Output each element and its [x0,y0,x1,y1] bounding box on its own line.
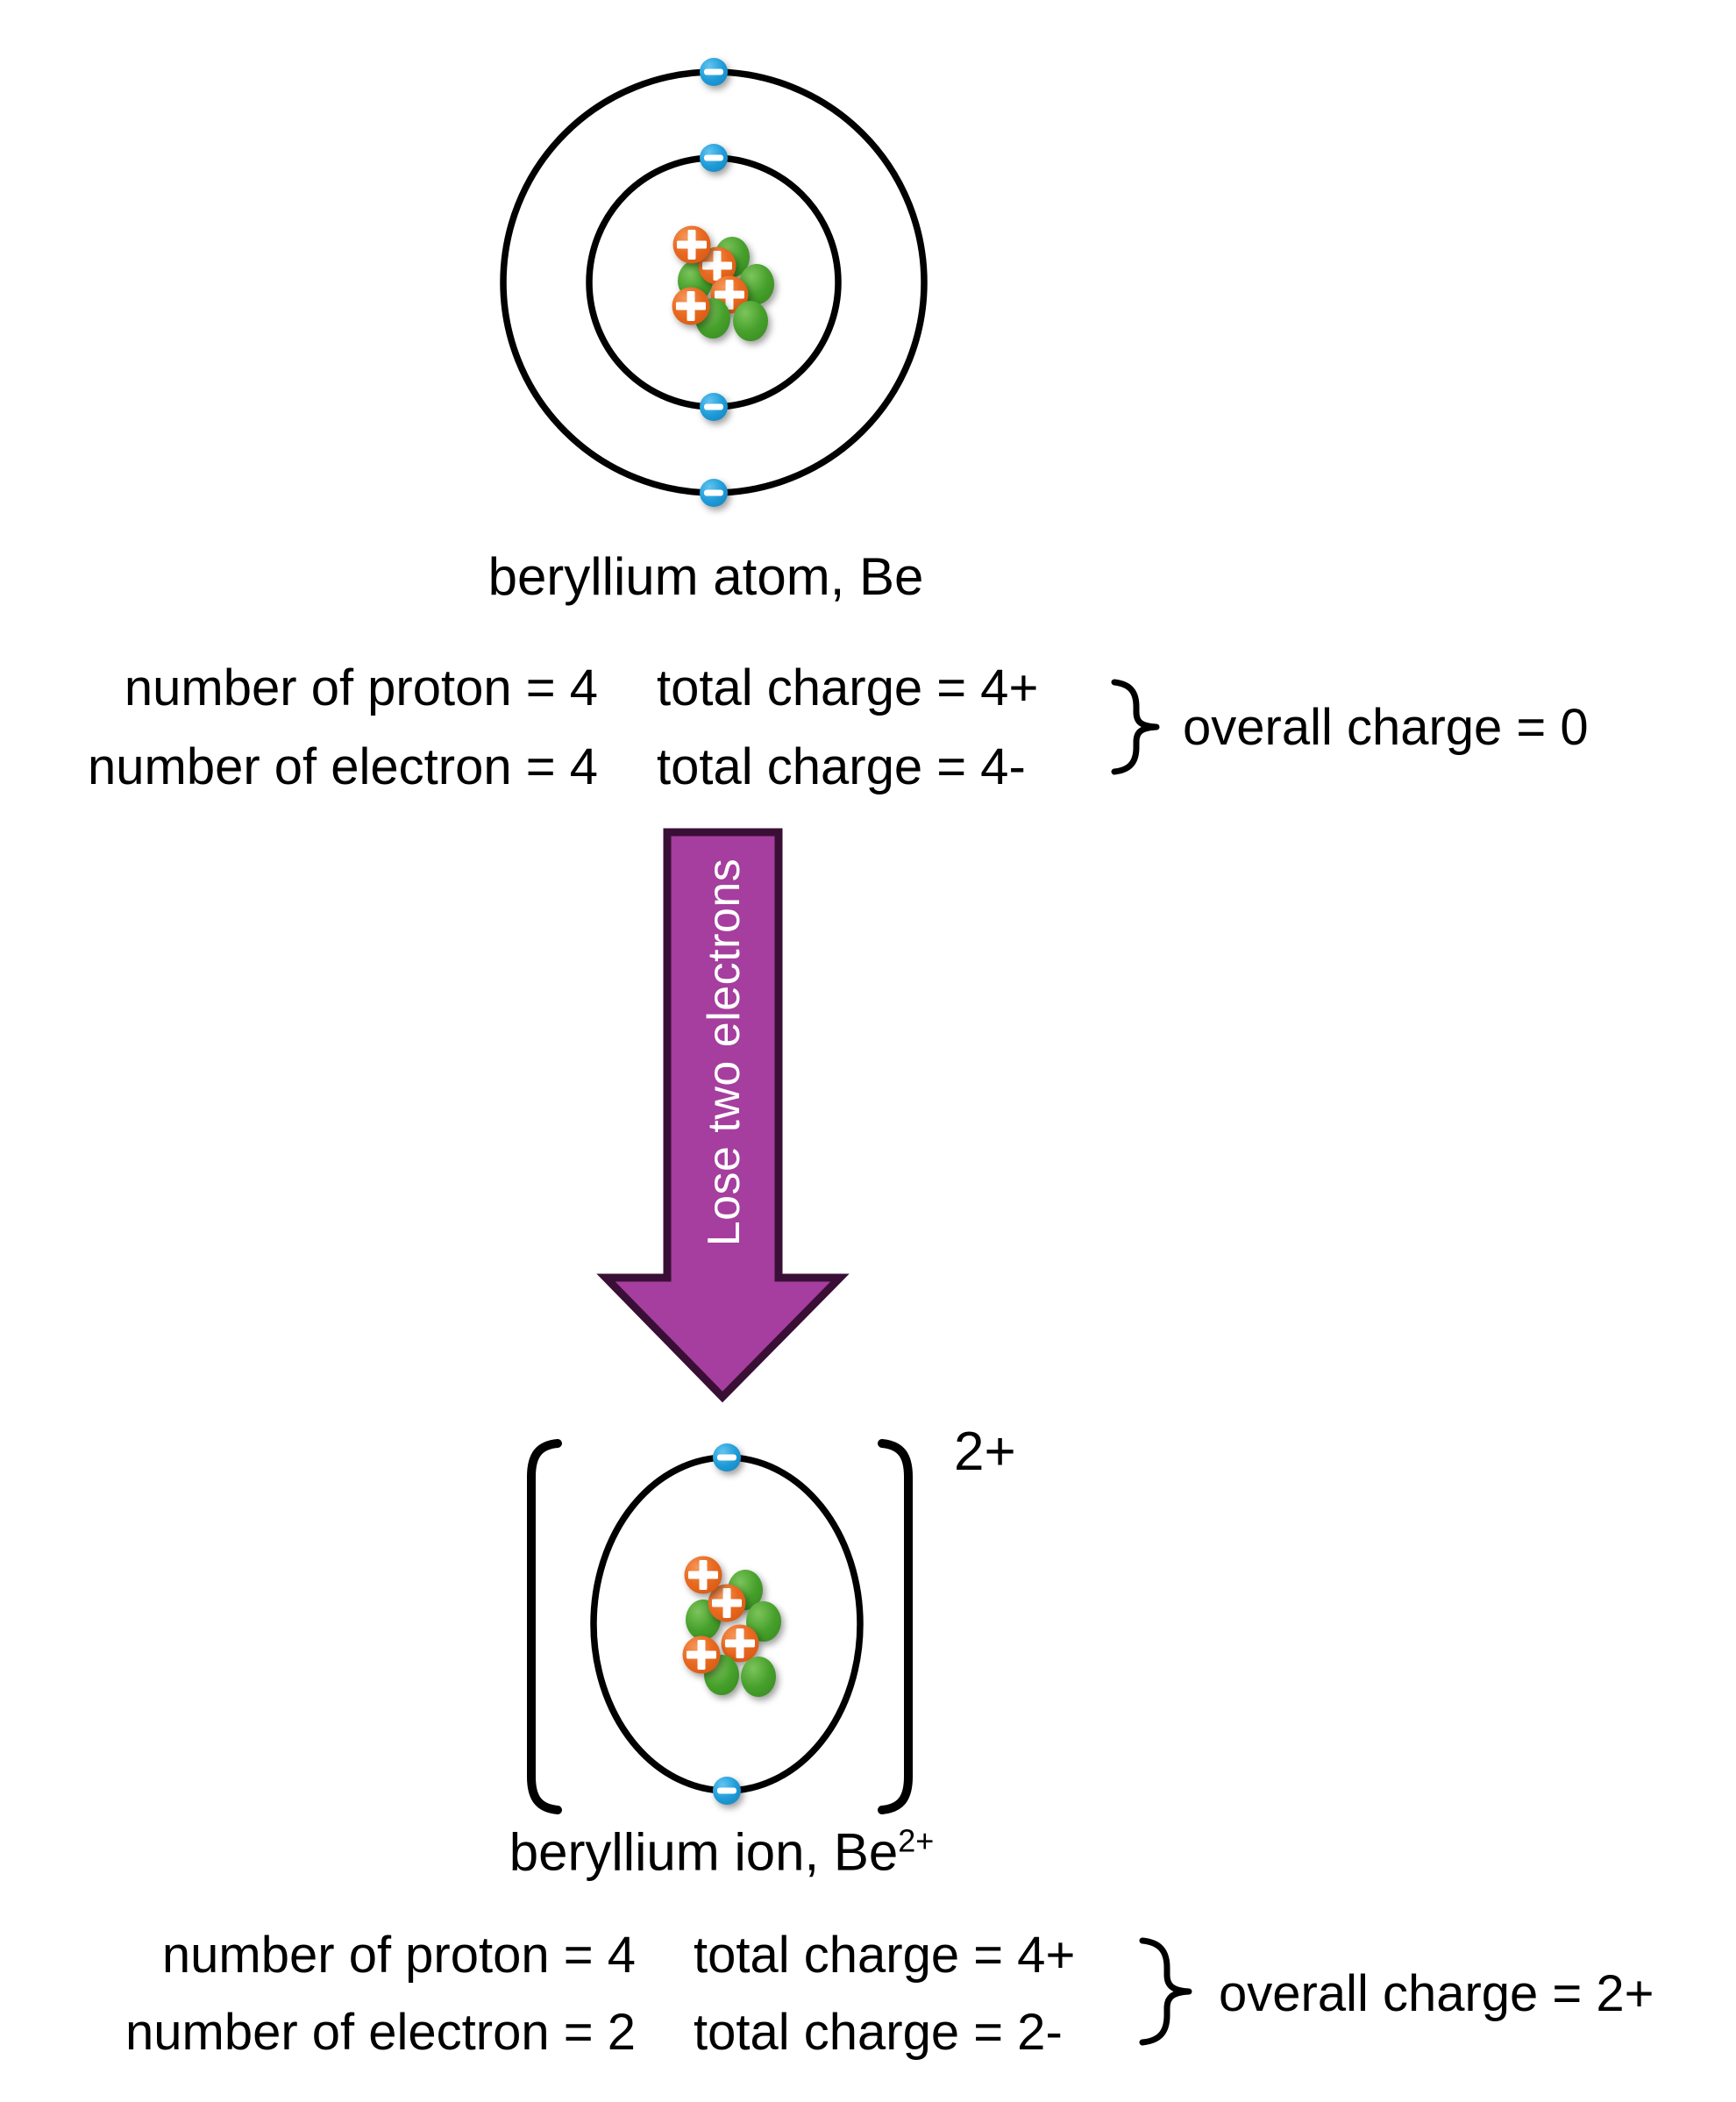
electron-icon [700,58,728,86]
atom-electron-count: number of electron = 4 [88,738,598,795]
atom-electrons [700,58,728,507]
neutron-icon [746,1601,781,1642]
ion-overall-charge: overall charge = 2+ [1219,1965,1654,2022]
proton-icon [672,225,711,264]
ion-right-bracket [878,1439,913,1814]
electron-icon [700,393,728,421]
atom-electron-charge: total charge = 4- [657,738,1026,795]
proton-icon [698,246,736,285]
atom-overall-charge: overall charge = 0 [1183,699,1589,756]
ion-left-bracket [527,1439,562,1814]
ion-label-superscript: 2+ [898,1822,935,1859]
ion-label-base: beryllium ion, Be [509,1822,899,1882]
atom-figure-label: beryllium atom, Be [487,547,924,606]
proton-icon [684,1556,722,1594]
electron-icon [713,1777,741,1805]
neutron-icon [741,1657,776,1697]
atom-nucleus [672,225,774,341]
ion-charge-superscript: 2+ [954,1422,1016,1482]
arrow-label: Lose two electrons [699,858,750,1247]
ion-brace-icon [1139,1937,1192,2046]
ion-shell [590,1454,864,1794]
ion-electron-charge: total charge = 2- [694,2004,1063,2061]
ion-nucleus [682,1556,781,1697]
atom-brace-icon [1111,679,1160,775]
ion-electrons [713,1443,741,1805]
ion-proton-charge: total charge = 4+ [694,1927,1076,1984]
ion-figure-label: beryllium ion, Be2+ [509,1822,935,1882]
neutron-icon [733,301,768,341]
proton-icon [672,287,710,325]
atom-proton-count: number of proton = 4 [124,659,598,716]
ion-proton-count: number of proton = 4 [161,1927,636,1984]
proton-icon [682,1635,721,1674]
electron-icon [713,1443,741,1471]
ion-electron-count: number of electron = 2 [125,2004,636,2061]
proton-icon [721,1624,759,1663]
proton-icon [708,1584,746,1622]
atom-proton-charge: total charge = 4+ [657,659,1039,716]
electron-icon [700,144,728,172]
down-arrow-icon [596,828,850,1403]
electron-icon [700,479,728,507]
